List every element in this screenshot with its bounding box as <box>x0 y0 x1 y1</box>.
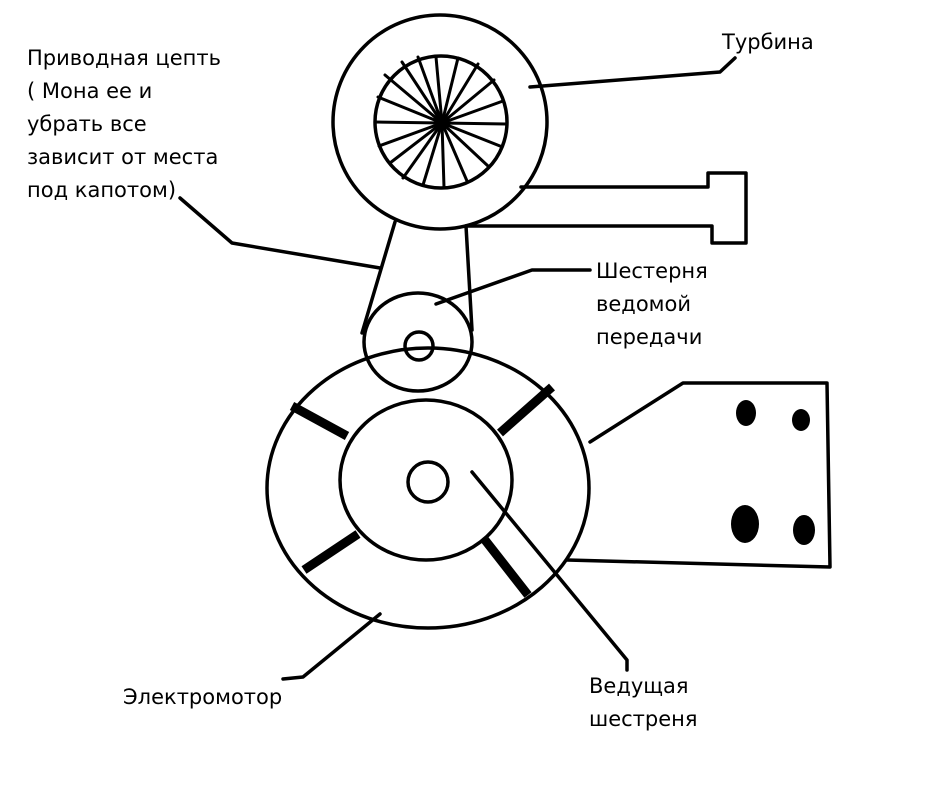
label-electric-motor: Электромотор <box>123 685 282 709</box>
turbine-blade <box>440 62 480 125</box>
label-line: Ведущая <box>589 674 689 698</box>
label-drive-chain: Приводная цепть ( Мона ее и убрать все зави… <box>27 46 221 202</box>
driven-gear-body <box>362 291 474 393</box>
leader-line-drive-chain <box>178 196 382 270</box>
label-line: Турбина <box>721 30 814 54</box>
label-line: Электромотор <box>123 685 282 709</box>
motor-brace <box>301 530 361 574</box>
label-line: передачи <box>596 325 702 349</box>
label-drive-gear: Ведущая шестреня <box>589 674 698 731</box>
motor-brace <box>289 402 350 440</box>
label-line: ведомой <box>596 292 691 316</box>
turbine-blade <box>373 120 444 125</box>
bolt-hole <box>731 505 759 543</box>
turbine-blade <box>440 121 469 183</box>
leader-line-drive-gear <box>470 470 629 672</box>
turbine-blade <box>401 121 444 180</box>
electric-motor <box>265 346 591 630</box>
label-line: под капотом) <box>27 178 176 202</box>
drive-gear-axle <box>406 460 450 504</box>
label-driven-gear: Шестерня ведомой передачи <box>596 259 708 349</box>
turbine-blade <box>400 60 444 125</box>
bolt-hole <box>792 409 810 431</box>
leader-line-turbine <box>528 56 737 89</box>
turbine-blade <box>377 121 444 148</box>
label-line: Шестерня <box>596 259 708 283</box>
turbine-outlet-pipe <box>464 171 748 245</box>
turbine <box>331 13 748 245</box>
turbine-blade <box>440 121 508 126</box>
turbine-housing <box>331 13 549 231</box>
label-line: шестреня <box>589 707 698 731</box>
turbine-blade <box>383 73 444 125</box>
leader-lines <box>178 56 737 681</box>
mounting-bracket <box>565 381 832 569</box>
turbine-blade <box>440 121 502 148</box>
drive-chain <box>360 220 474 335</box>
leader-line-motor <box>281 612 382 681</box>
turbine-blade <box>434 55 444 125</box>
motor-brace <box>481 537 532 598</box>
drive-gear-body <box>338 398 514 562</box>
bolt-hole <box>736 400 756 426</box>
label-line: ( Мона ее и <box>27 79 152 103</box>
label-line: убрать все <box>27 112 147 136</box>
turbine-blade <box>376 95 444 125</box>
turbine-blade <box>440 99 505 125</box>
drive-chain-left <box>360 220 397 335</box>
turbine-blade <box>440 121 446 189</box>
turbine-blades <box>373 55 508 189</box>
label-line: зависит от места <box>27 145 218 169</box>
turbine-blade <box>440 121 490 168</box>
turbine-blade <box>440 56 460 125</box>
label-line: Приводная цепть <box>27 46 221 70</box>
turbine-blade <box>388 121 444 165</box>
motor-housing <box>265 346 591 630</box>
driven-gear <box>362 291 474 393</box>
driven-gear-axle <box>403 330 435 362</box>
turbine-blade <box>421 121 444 187</box>
motor-brace <box>497 383 555 437</box>
drive-chain-right <box>464 224 474 332</box>
label-turbine: Турбина <box>721 30 814 54</box>
leader-line-driven-gear <box>434 268 592 306</box>
bracket-outline <box>565 381 832 569</box>
turbine-blade <box>440 78 496 125</box>
bolt-hole <box>793 515 815 545</box>
turbine-blade <box>416 55 444 125</box>
